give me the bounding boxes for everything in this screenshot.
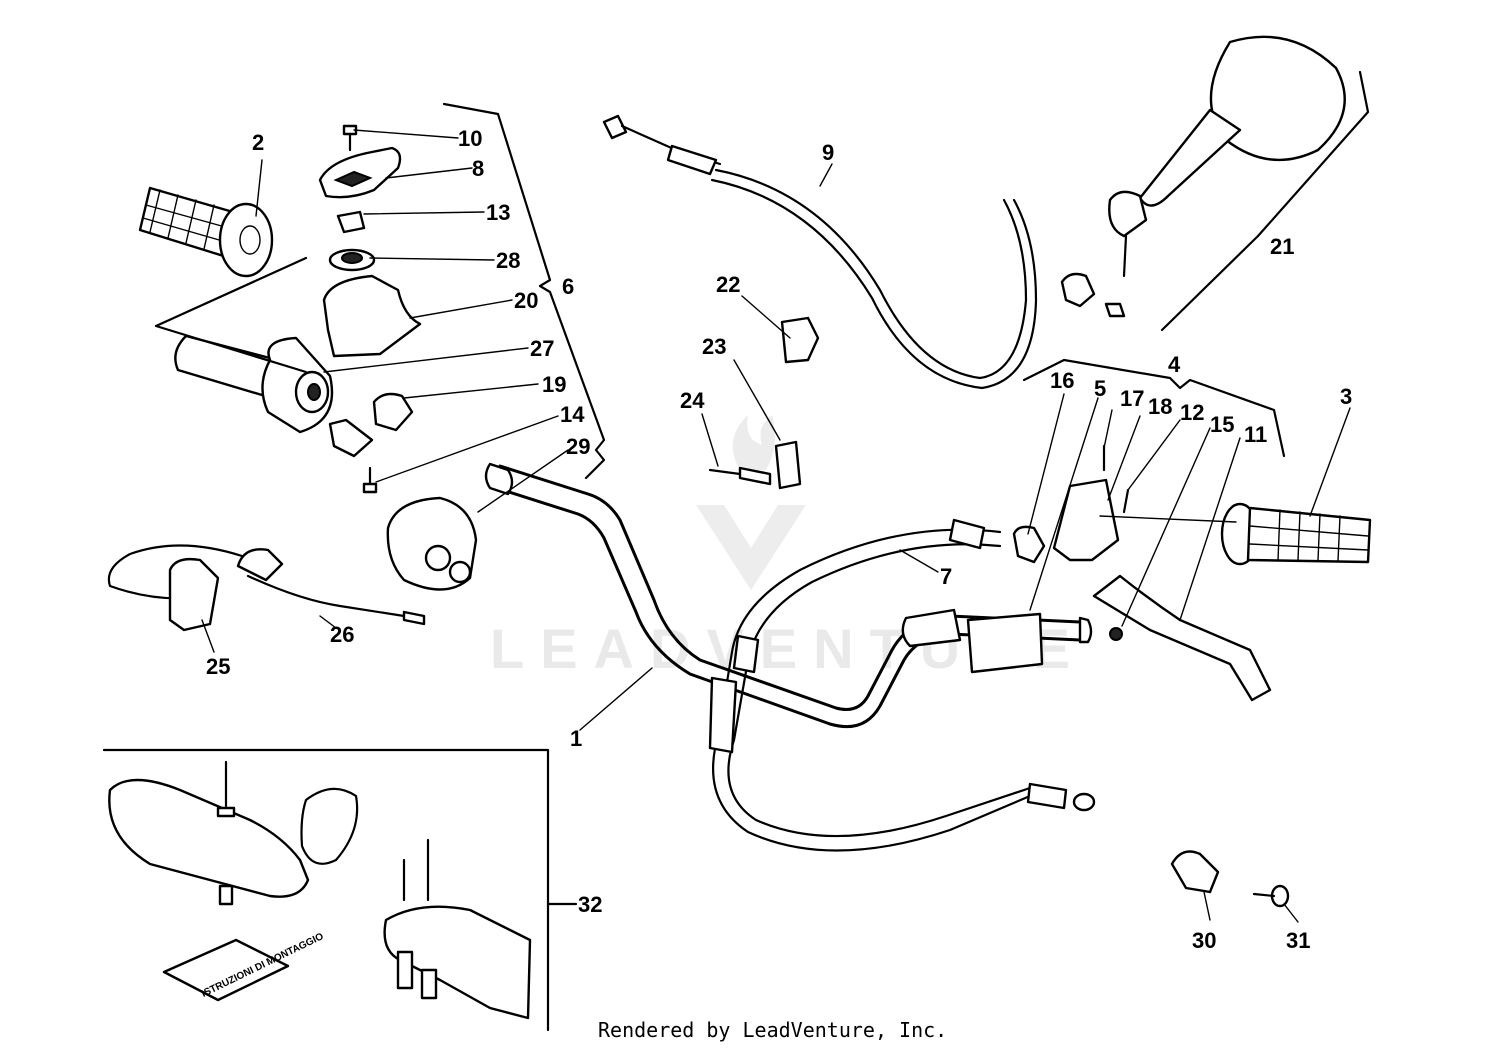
callout-23: 23 xyxy=(702,334,726,359)
misc-clips xyxy=(1170,850,1290,908)
callout-3: 3 xyxy=(1340,384,1352,409)
throttle-cable-housing xyxy=(386,496,478,591)
callout-26: 26 xyxy=(330,622,354,647)
callout-14: 14 xyxy=(560,402,585,427)
callout-2: 2 xyxy=(252,130,264,155)
callout-1: 1 xyxy=(570,726,582,751)
kill-switch-wiring xyxy=(107,544,426,632)
callout-20: 20 xyxy=(514,288,538,313)
cable-clamp-parts xyxy=(708,316,820,490)
callout-17: 17 xyxy=(1120,386,1144,411)
callout-16: 16 xyxy=(1050,368,1074,393)
callout-11: 11 xyxy=(1244,422,1267,447)
callout-27: 27 xyxy=(530,336,554,361)
handlebar xyxy=(484,462,1093,729)
callout-10: 10 xyxy=(458,126,482,151)
callout-19: 19 xyxy=(542,372,566,397)
callout-6: 6 xyxy=(562,274,574,299)
callout-24: 24 xyxy=(680,388,705,413)
callout-29: 29 xyxy=(566,434,590,459)
callout-21: 21 xyxy=(1270,234,1294,259)
throttle-housing-assembly xyxy=(318,124,422,494)
right-grip xyxy=(1220,502,1372,566)
leader-lines xyxy=(201,129,1351,923)
callout-7: 7 xyxy=(940,564,952,589)
mirror-assembly xyxy=(1060,35,1370,332)
callout-28: 28 xyxy=(496,248,520,273)
clutch-lever-assembly xyxy=(1012,444,1272,702)
left-grip xyxy=(138,186,274,278)
callout-9: 9 xyxy=(822,140,834,165)
callout-13: 13 xyxy=(486,200,510,225)
leadventure-watermark-logo xyxy=(696,415,806,590)
render-credit: Rendered by LeadVenture, Inc. xyxy=(598,1018,948,1042)
throttle-tube xyxy=(174,334,334,434)
callout-15: 15 xyxy=(1210,412,1234,437)
callout-8: 8 xyxy=(472,156,484,181)
callout-22: 22 xyxy=(716,272,740,297)
callout-4: 4 xyxy=(1168,352,1181,377)
callout-18: 18 xyxy=(1148,394,1172,419)
hand-guard-kit xyxy=(102,748,578,1032)
group-bracket-4 xyxy=(1022,358,1286,458)
callout-32: 32 xyxy=(578,892,602,917)
callout-30: 30 xyxy=(1192,928,1216,953)
clutch-cable xyxy=(708,518,1096,852)
callout-31: 31 xyxy=(1286,928,1310,953)
group-bracket-6 xyxy=(442,102,606,480)
choke-cable xyxy=(602,114,1038,390)
callout-25: 25 xyxy=(206,654,230,679)
handlebar-grip-sleeve xyxy=(901,608,1044,674)
group-bracket-throttle xyxy=(154,256,308,374)
callout-12: 12 xyxy=(1180,400,1204,425)
callout-5: 5 xyxy=(1094,376,1106,401)
